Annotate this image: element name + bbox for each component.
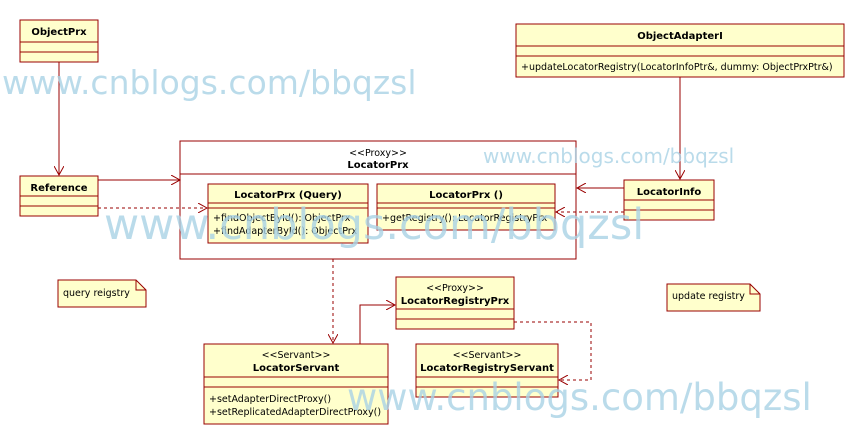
- method-find-adapter-by-id: +findAdapterById(): ObjectPrx: [213, 226, 357, 237]
- class-name-locatorinfo: LocatorInfo: [637, 187, 702, 198]
- class-name-locatorservant: LocatorServant: [253, 363, 340, 374]
- watermark-bottom: www.cnblogs.com/bbqzsl: [347, 376, 812, 419]
- class-name-reference: Reference: [30, 183, 87, 194]
- edge-locatorservant-registryprx: [359, 305, 395, 344]
- class-objectprx[interactable]: ObjectPrx: [19, 19, 99, 63]
- class-name-locatorprx-query: LocatorPrx (Query): [234, 190, 342, 201]
- class-name-objectprx: ObjectPrx: [31, 27, 87, 38]
- note-query-text: query reigstry: [63, 288, 130, 299]
- class-name-locatorprx: LocatorPrx: [347, 160, 409, 171]
- stereotype-proxy-locatorregistryprx: <<Proxy>>: [426, 283, 484, 294]
- class-name-objectadapteri: ObjectAdapterI: [637, 31, 723, 42]
- class-reference[interactable]: Reference: [19, 175, 99, 217]
- class-name-locatorprx-plain: LocatorPrx (): [429, 190, 503, 201]
- class-locatorregistryservant[interactable]: <<Servant>> LocatorRegistryServant: [415, 343, 559, 398]
- watermark-middle-right: www.cnblogs.com/bbqzsl: [483, 144, 734, 168]
- stereotype-servant-locatorservant: <<Servant>>: [262, 350, 331, 361]
- class-locatorinfo[interactable]: LocatorInfo: [623, 179, 715, 221]
- stereotype-proxy-locatorprx: <<Proxy>>: [349, 148, 407, 159]
- note-query-registry: query reigstry: [57, 279, 147, 308]
- method-set-replicated-adapter-direct-proxy: +setReplicatedAdapterDirectProxy(): [209, 407, 381, 418]
- class-locatorprx-query[interactable]: LocatorPrx (Query) +findObjectById(): Ob…: [207, 183, 369, 244]
- watermark-top-left: www.cnblogs.com/bbqzsl: [2, 63, 417, 102]
- class-locatorregistryprx[interactable]: <<Proxy>> LocatorRegistryPrx: [395, 276, 515, 330]
- class-locatorservant[interactable]: <<Servant>> LocatorServant +setAdapterDi…: [203, 343, 389, 425]
- class-name-locatorregistryservant: LocatorRegistryServant: [420, 363, 554, 374]
- method-update-locator-registry: +updateLocatorRegistry(LocatorInfoPtr&, …: [521, 62, 833, 73]
- watermark-center: www.cnblogs.com/bbqzsl: [104, 200, 644, 250]
- edge-registryprx-registryservant-dashed: [514, 321, 592, 380]
- stereotype-servant-locatorregistryservant: <<Servant>>: [453, 350, 522, 361]
- note-update-text: update registry: [672, 291, 745, 302]
- method-get-registry: +getRegistry(): LocatorRegistryPrx: [382, 213, 548, 224]
- class-locatorprx-plain[interactable]: LocatorPrx () +getRegistry(): LocatorReg…: [376, 183, 556, 231]
- method-find-object-by-id: +findObjectById(): ObjectPrx: [213, 213, 351, 224]
- method-set-adapter-direct-proxy: +setAdapterDirectProxy(): [209, 394, 331, 405]
- note-update-registry: update registry: [666, 283, 761, 312]
- class-objectadapteri[interactable]: ObjectAdapterI +updateLocatorRegistry(Lo…: [515, 23, 845, 78]
- class-name-locatorregistryprx: LocatorRegistryPrx: [401, 296, 510, 307]
